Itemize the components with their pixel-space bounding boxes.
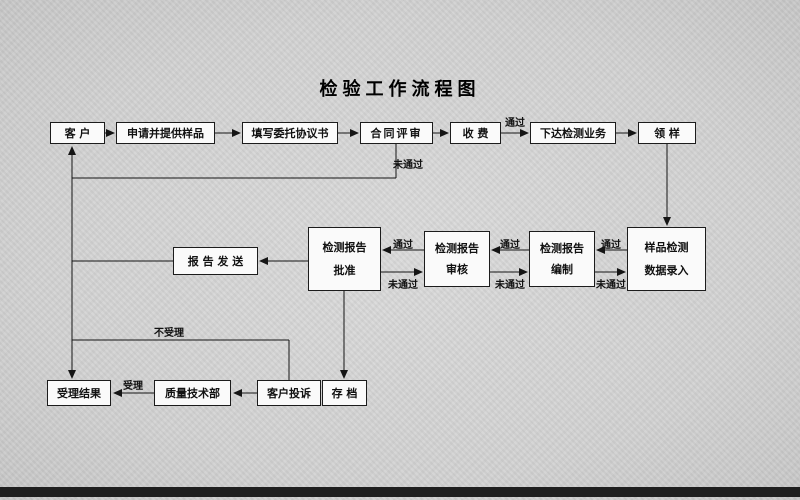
node-report-review: 检测报告 审核 <box>424 231 490 287</box>
node-receive-sample: 领 样 <box>638 122 696 144</box>
edge-label-accepted: 受理 <box>123 381 143 392</box>
edge-label-fail-approve-review: 未通过 <box>388 280 418 291</box>
node-archive: 存 档 <box>322 380 367 406</box>
node-label-line1: 检测报告 <box>540 242 584 255</box>
node-fill-agreement: 填写委托协议书 <box>242 122 338 144</box>
edge-label-not-accepted: 不受理 <box>154 328 184 339</box>
node-customer: 客 户 <box>50 122 105 144</box>
edge-label-fail-review-compile: 未通过 <box>495 280 525 291</box>
node-label-line2: 批准 <box>333 264 356 277</box>
node-charge: 收 费 <box>450 122 501 144</box>
edge-label-pass-entry-compile: 通过 <box>601 240 621 251</box>
edge-label-pass-charge: 通过 <box>505 118 525 129</box>
page-title: 检验工作流程图 <box>319 79 481 100</box>
node-label-line1: 检测报告 <box>322 241 367 254</box>
scan-edge-bar <box>0 487 800 497</box>
edge-label-fail-compile-entry: 未通过 <box>596 280 626 291</box>
node-label-line1: 样品检测 <box>644 241 689 254</box>
node-assign-testing: 下达检测业务 <box>530 122 616 144</box>
node-customer-complaint: 客户投诉 <box>257 380 321 406</box>
node-label-line2: 编制 <box>551 263 573 276</box>
node-acceptance-result: 受理结果 <box>47 380 111 406</box>
node-sample-data-entry: 样品检测 数据录入 <box>627 227 706 291</box>
node-contract-review: 合同评审 <box>360 122 433 144</box>
node-quality-dept: 质量技术部 <box>154 380 231 406</box>
node-label-line2: 审核 <box>446 263 468 276</box>
edge-label-pass-compile-review: 通过 <box>500 240 520 251</box>
node-report-send: 报 告 发 送 <box>173 247 258 275</box>
edge-label-fail-contract: 未通过 <box>393 160 423 171</box>
node-report-compile: 检测报告 编制 <box>529 231 595 287</box>
node-report-approve: 检测报告 批准 <box>308 227 381 291</box>
node-label-line1: 检测报告 <box>435 242 479 255</box>
node-label-line2: 数据录入 <box>644 264 689 277</box>
node-apply-sample: 申请并提供样品 <box>116 122 215 144</box>
edge-label-pass-review-approve: 通过 <box>393 240 413 251</box>
